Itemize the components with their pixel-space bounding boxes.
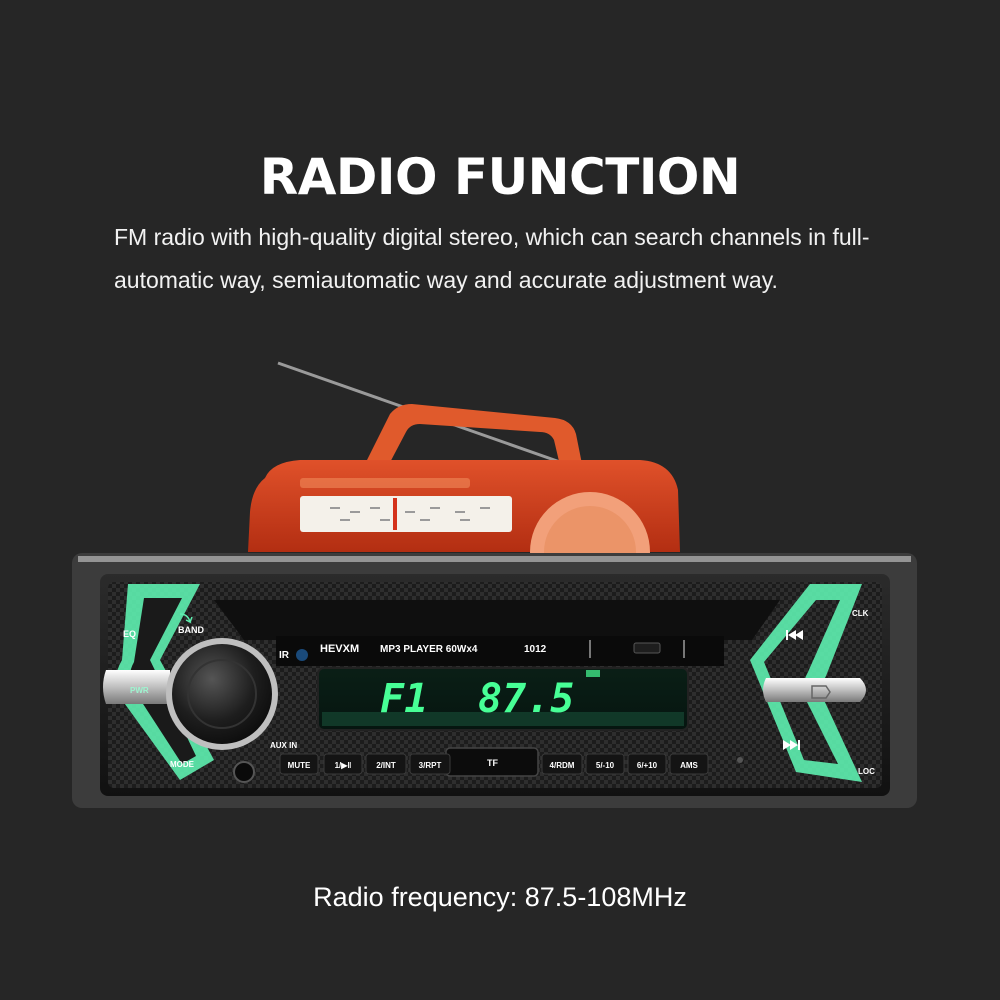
clk-label: CLK <box>852 609 869 618</box>
brand-label: HEVXM <box>320 643 359 655</box>
volume-knob <box>172 644 272 744</box>
eject-icon[interactable] <box>811 685 831 699</box>
lcd-band-readout: F1 <box>380 676 428 722</box>
aux-in-label: AUX IN <box>270 741 297 750</box>
preset-button-2[interactable] <box>323 753 363 775</box>
feature-description: FM radio with high-quality digital stere… <box>114 224 870 293</box>
preset-button-3[interactable] <box>365 753 407 775</box>
ir-sensor <box>296 649 308 661</box>
eq-label: EQ <box>123 629 136 639</box>
preset-button-label: 6/+10 <box>637 761 658 770</box>
pwr-label: PWR <box>130 686 149 695</box>
lcd-frequency-readout: 87.5 <box>478 676 574 722</box>
model-text: MP3 PLAYER 60Wx4 <box>380 644 478 655</box>
preset-button-4[interactable] <box>409 753 451 775</box>
preset-button-6[interactable] <box>585 753 625 775</box>
eject-button <box>763 678 866 702</box>
band-label: BAND <box>178 625 204 635</box>
preset-button-label: 4/RDM <box>550 761 575 770</box>
model-number: 1012 <box>524 644 547 655</box>
preset-button-label: AMS <box>680 761 698 770</box>
preset-button-5[interactable] <box>541 753 583 775</box>
previous-track-icon[interactable] <box>786 630 803 640</box>
preset-button-label: 5/-10 <box>596 761 615 770</box>
preset-button-row: MUTE 1/▶‖ 2/INT 3/RPT 4/RDM 5/-10 6/+10 AMS <box>288 761 699 770</box>
tf-label: TF <box>487 758 498 768</box>
car-stereo <box>72 553 917 808</box>
radio-frequency-caption: Radio frequency: 87.5-108MHz <box>313 882 687 912</box>
preset-button-1[interactable] <box>279 753 319 775</box>
radio-tuning-scale <box>300 496 512 532</box>
mode-label: MODE <box>170 760 195 769</box>
preset-button-label: 2/INT <box>376 761 396 770</box>
page-title: RADIO FUNCTION <box>259 148 741 206</box>
band-arrow-icon <box>179 613 193 624</box>
power-button <box>103 670 170 704</box>
preset-button-label: 3/RPT <box>419 761 442 770</box>
radio-handle <box>362 404 584 474</box>
preset-button-label: 1/▶‖ <box>335 761 352 770</box>
aux-jack <box>233 761 255 783</box>
preset-button-7[interactable] <box>627 753 667 775</box>
next-track-icon[interactable] <box>783 740 800 750</box>
preset-button-8[interactable] <box>669 753 709 775</box>
preset-button-label: MUTE <box>288 761 311 770</box>
loc-label: LOC <box>858 767 875 776</box>
ir-label: IR <box>279 650 290 661</box>
radio-tuning-needle <box>393 498 397 530</box>
